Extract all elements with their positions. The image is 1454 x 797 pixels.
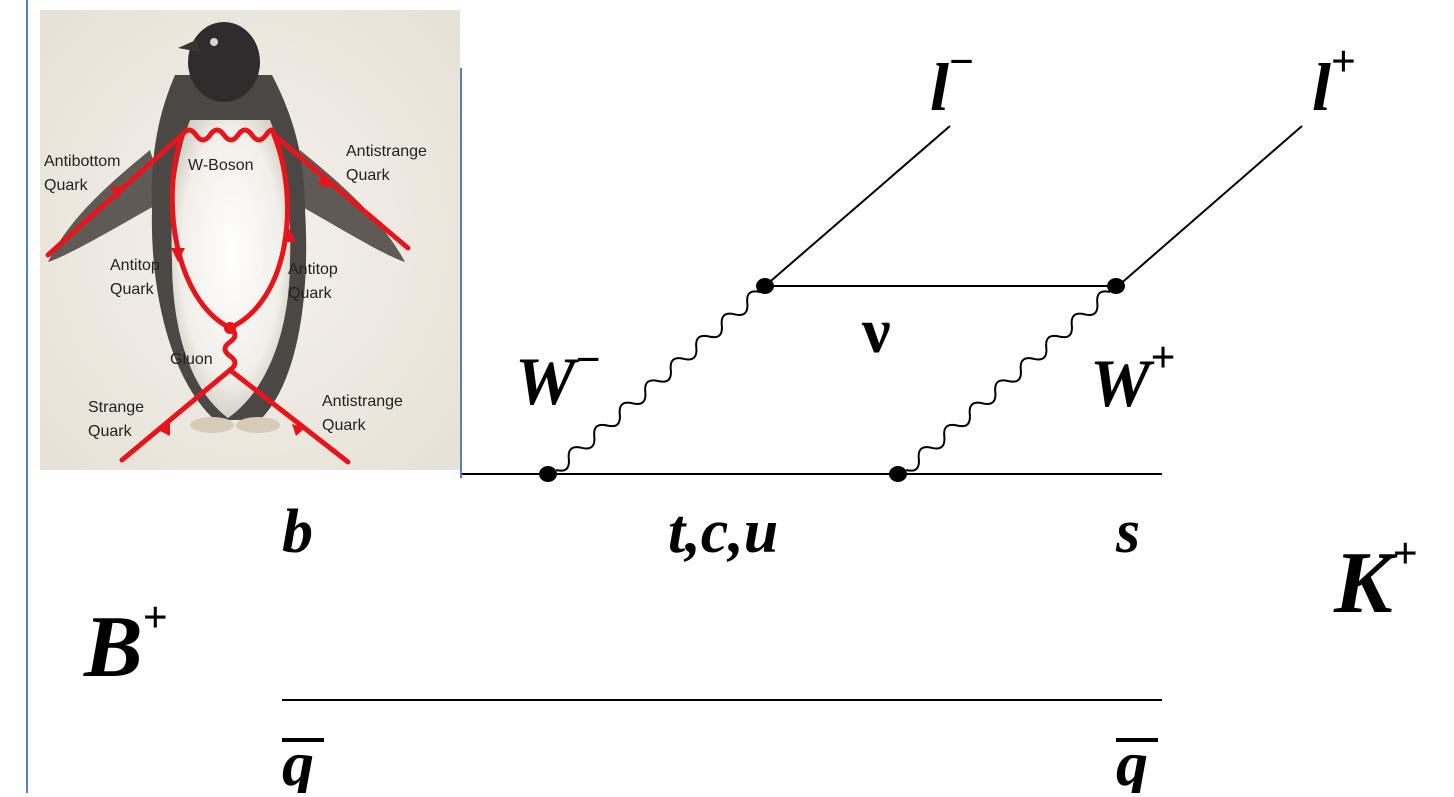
label-antistrange-top-2: Quark — [346, 167, 391, 184]
penguin-belly — [171, 120, 291, 418]
left-border-rule — [26, 0, 28, 793]
w-boson-wiggle — [179, 127, 277, 143]
penguin-eye — [210, 38, 218, 46]
box-feynman-diagram: l− l+ ν W− W+ b t,c,u s B+ K+ q q — [83, 37, 1418, 797]
label-antistrange-top-1: Antistrange — [346, 143, 427, 160]
label-antistrange-bottom-1: Antistrange — [322, 393, 403, 410]
label-antibottom-1: Antibottom — [44, 153, 120, 170]
arrow-antistrange-top — [317, 174, 330, 188]
vertices — [539, 278, 1125, 482]
antistrange-top-quark-line — [271, 132, 411, 251]
vertex-lepton-plus — [1107, 278, 1125, 294]
label-spectator-left: q — [282, 728, 314, 793]
label-strange-2: Quark — [88, 423, 133, 440]
gluon-wiggle — [222, 325, 238, 373]
diagram-lines — [282, 125, 1303, 701]
label-antibottom-2: Quark — [44, 177, 89, 194]
vertex-b-w-minus — [539, 466, 557, 482]
arrow-antitop-left — [171, 248, 185, 262]
antitop-right-line — [227, 132, 290, 331]
label-s-quark: s — [1115, 498, 1140, 566]
arrow-strange — [158, 420, 170, 436]
w-minus-wiggle — [555, 290, 761, 472]
label-neutrino: ν — [861, 295, 891, 366]
arrow-antibottom — [110, 186, 125, 198]
label-b-quark: b — [282, 498, 313, 566]
arrow-antitop-right — [282, 228, 296, 242]
antitop-left-line — [169, 132, 233, 331]
antibottom-quark-line — [45, 132, 185, 258]
label-w-minus: W− — [515, 335, 601, 419]
vertex-lepton-minus — [756, 278, 774, 294]
penguin-right-foot — [236, 417, 280, 433]
arrow-antistrange-bottom — [292, 424, 305, 436]
label-antitop-left-1: Antitop — [110, 257, 160, 274]
w-boson-wiggles — [555, 290, 1111, 472]
label-b-meson: B+ — [83, 593, 168, 696]
penguin-arrowheads — [110, 174, 330, 436]
strange-quark-line — [119, 367, 233, 463]
penguin-right-flipper — [290, 150, 405, 262]
label-internal-quarks: t,c,u — [668, 498, 778, 566]
w-plus-wiggle — [905, 290, 1111, 472]
penguin-left-foot — [190, 417, 234, 433]
label-gluon: Gluon — [170, 351, 213, 368]
vertex-s-w-plus — [889, 466, 907, 482]
penguin-feynman-lines — [45, 127, 411, 465]
label-antitop-right-2: Quark — [288, 285, 333, 302]
label-w-plus: W+ — [1090, 333, 1176, 421]
label-lepton-plus: l+ — [1312, 37, 1356, 125]
label-strange-1: Strange — [88, 399, 144, 416]
gluon-vertex-dot — [224, 322, 236, 334]
label-w-boson: W-Boson — [188, 157, 254, 174]
label-antitop-left-2: Quark — [110, 281, 155, 298]
antistrange-bottom-quark-line — [227, 367, 351, 465]
lepton-plus-line — [1117, 125, 1303, 287]
penguin-beak — [178, 40, 200, 52]
penguin-head — [188, 22, 260, 102]
label-spectator-right: q — [1116, 728, 1148, 793]
label-k-meson: K+ — [1333, 529, 1418, 632]
lepton-minus-line — [764, 125, 951, 287]
penguin-image: Antibottom Quark W-Boson Antistrange Qua… — [40, 10, 460, 470]
label-lepton-minus: l− — [930, 37, 974, 125]
label-antitop-right-1: Antitop — [288, 261, 338, 278]
label-antistrange-bottom-2: Quark — [322, 417, 367, 434]
